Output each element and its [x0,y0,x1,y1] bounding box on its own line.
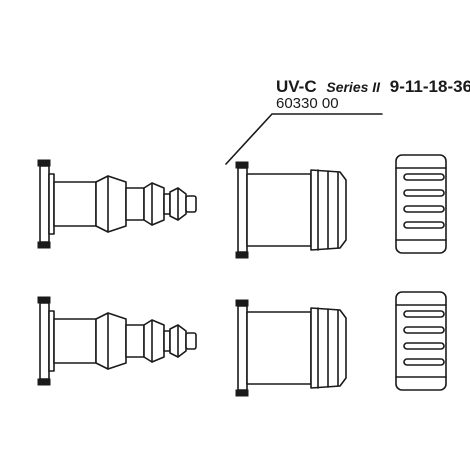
connector-taper-1 [95,175,127,233]
nut-body [395,154,447,254]
series-label: Series II [326,79,381,95]
stepped-hose-connector [37,296,197,386]
connector-body [53,181,97,227]
connector-taper-2 [143,182,165,226]
union-nut [395,291,447,391]
sleeve-flange-cap-bottom [235,251,249,259]
sleeve-body [246,173,312,247]
connector-tip [185,332,197,350]
hose-sleeve [235,299,347,397]
connector-flange [39,165,50,243]
stepped-hose-connector [37,159,197,249]
connector-taper-2 [143,319,165,363]
connector-neck [163,330,171,352]
sleeve-flange [237,305,248,391]
product-title: UV-C Series II 9-11-18-36W [276,77,470,96]
sleeve-flange [237,167,248,253]
nut-body [395,291,447,391]
connector-flange-cap-top [37,296,51,304]
union-nut [395,154,447,254]
connector-tip [185,195,197,213]
connector-flange-cap-bottom [37,378,51,386]
connector-flange-cap-bottom [37,241,51,249]
leader-line [225,113,383,165]
hose-sleeve [235,161,347,259]
sleeve-flange-cap-top [235,299,249,307]
connector-mid [125,324,145,358]
connector-flange-cap-top [37,159,51,167]
sleeve-body [246,311,312,385]
sleeve-flange-cap-bottom [235,389,249,397]
sleeve-flange-cap-top [235,161,249,169]
connector-neck [163,193,171,215]
connector-flange [39,302,50,380]
wattage-label: 9-11-18-36W [390,77,470,96]
product-name: UV-C [276,77,317,96]
connector-taper-1 [95,312,127,370]
article-number: 60330 00 [276,95,339,112]
connector-body [53,318,97,364]
connector-mid [125,187,145,221]
